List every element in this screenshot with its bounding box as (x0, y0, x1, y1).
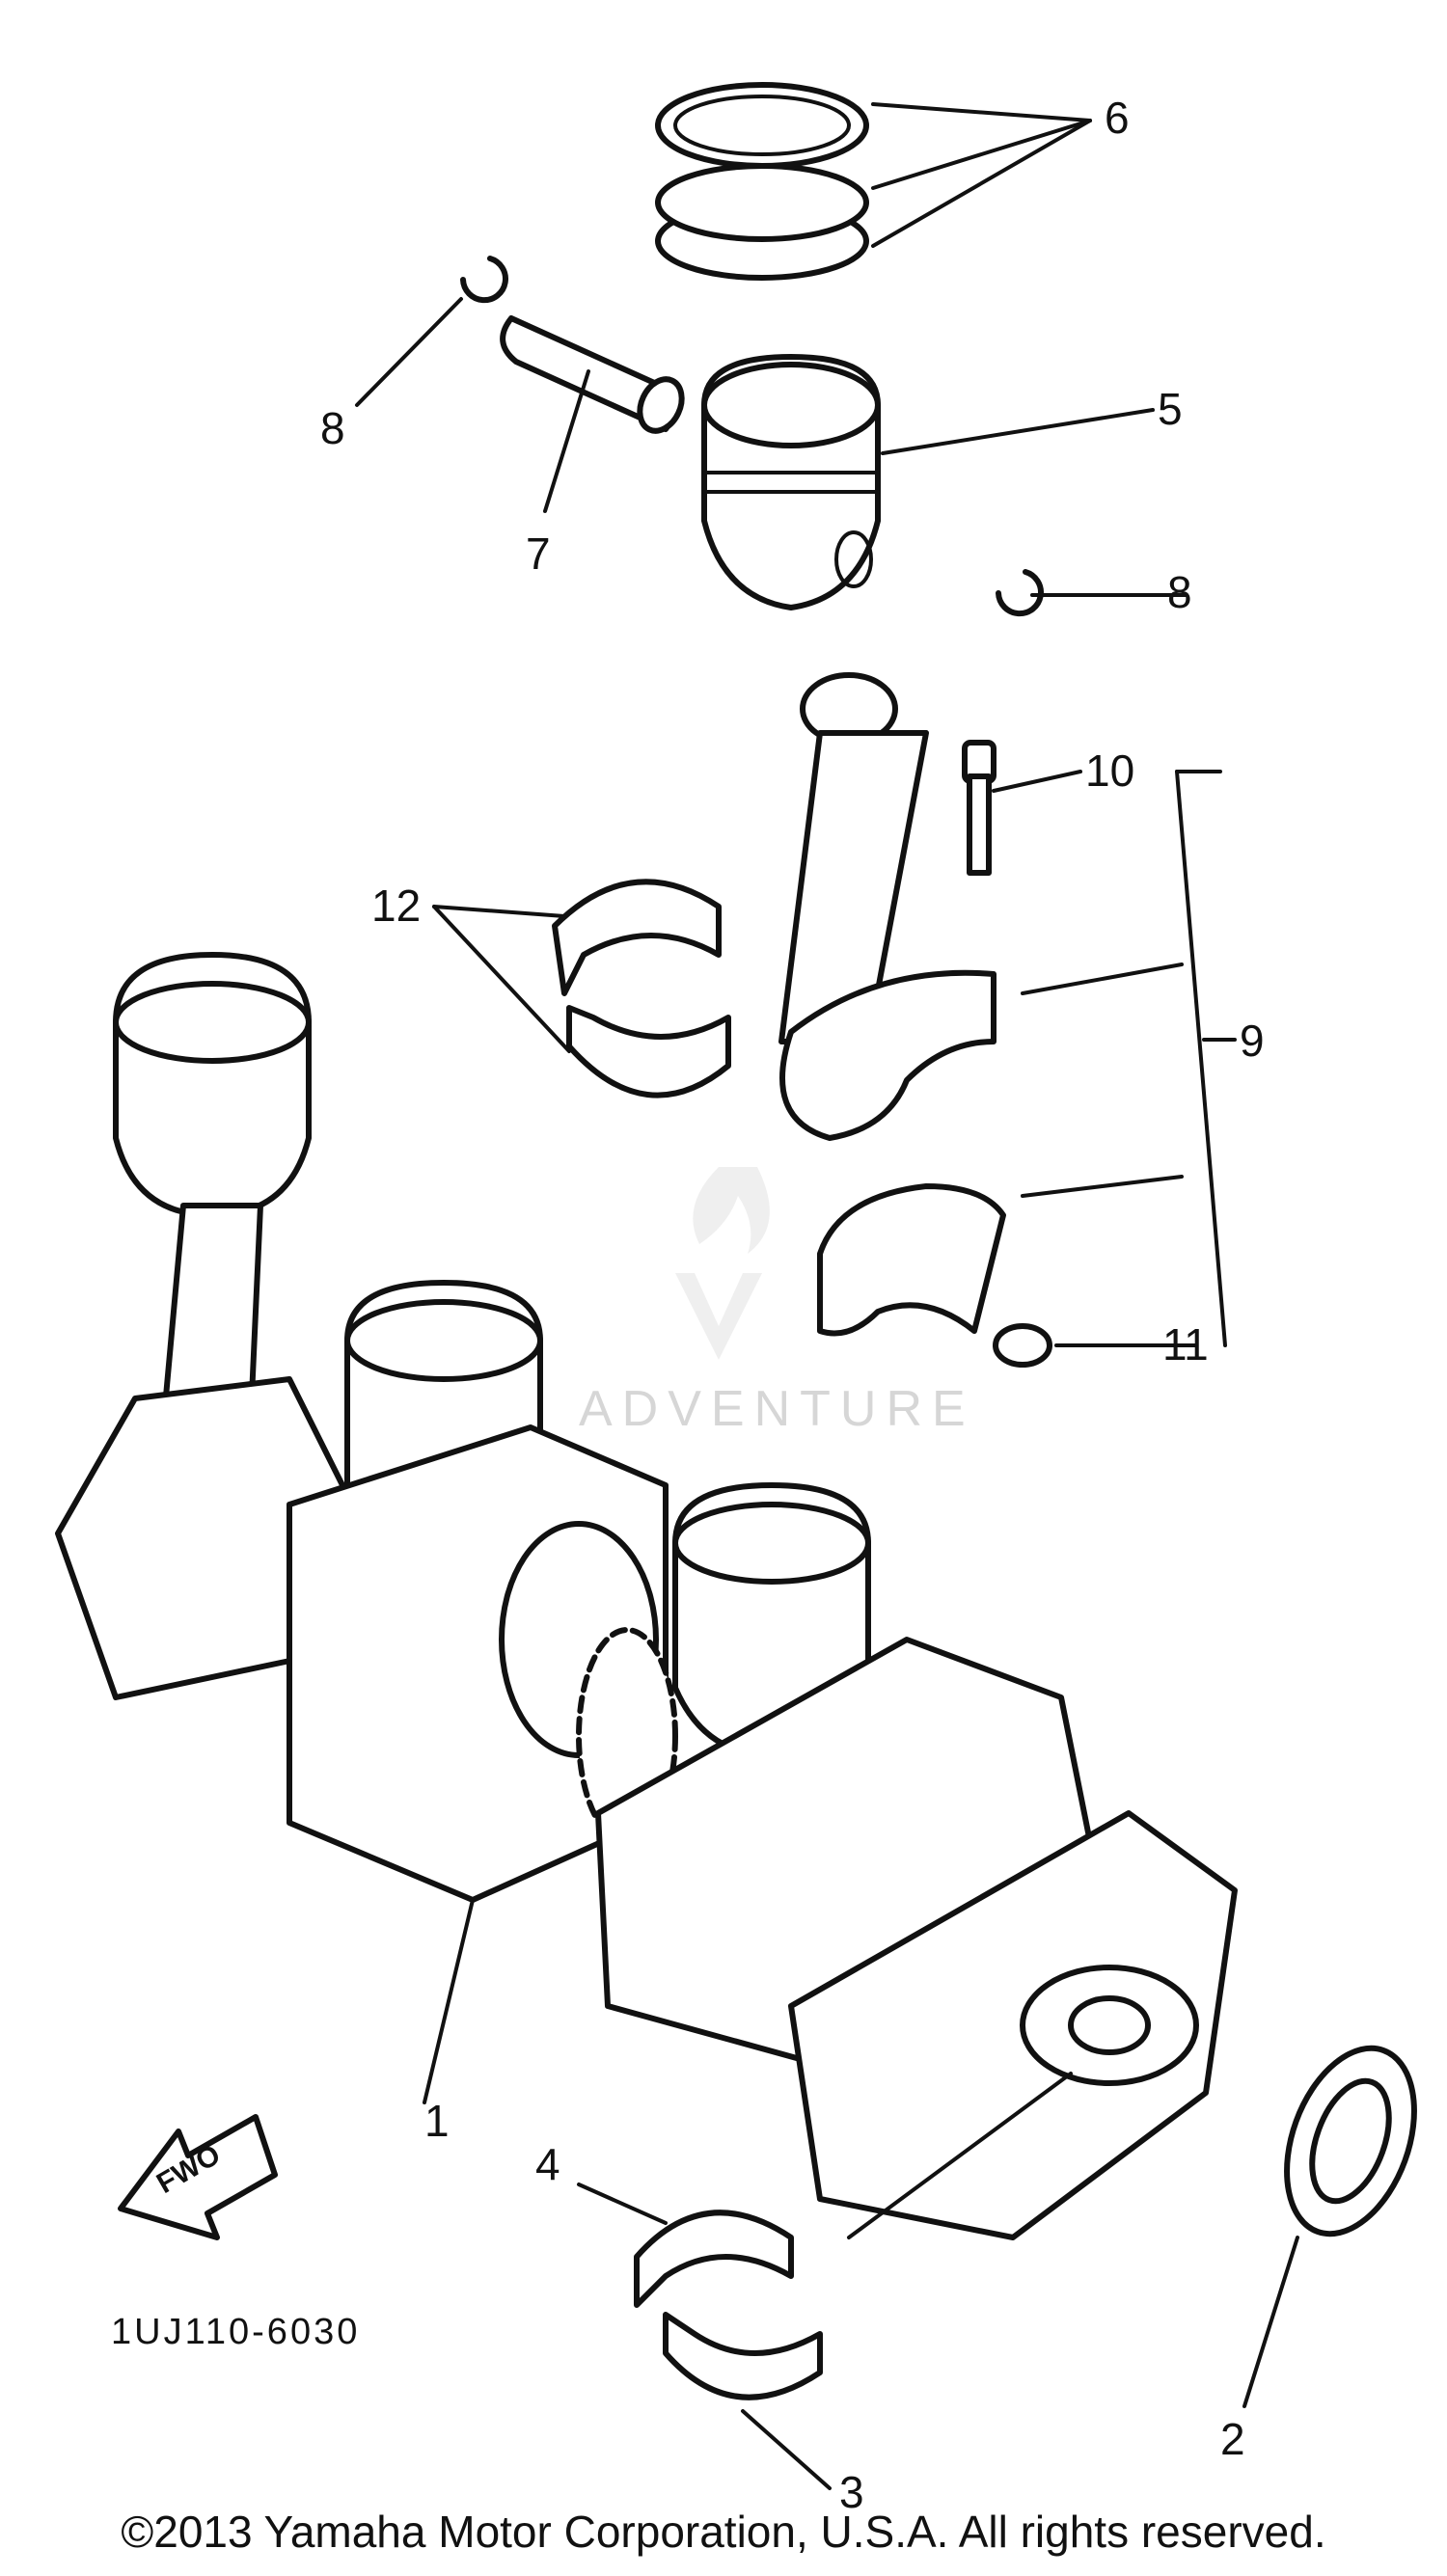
rod-bearing-lower (566, 1005, 731, 1098)
callout-12: 12 (371, 881, 421, 931)
callout-5: 5 (1158, 384, 1183, 434)
callout-8-right: 8 (1167, 567, 1192, 617)
main-bearing-lower (663, 2312, 823, 2400)
forward-arrow-icon: FWO (118, 2114, 278, 2240)
watermark-logo (675, 1167, 770, 1360)
callout-3: 3 (839, 2467, 864, 2517)
leader-lines (355, 102, 1299, 2490)
piston-rings (655, 82, 869, 281)
rod-bolt (962, 740, 997, 876)
oil-seal (1284, 2045, 1417, 2237)
crankshaft-assembly (55, 952, 1238, 2240)
callout-9: 9 (1240, 1016, 1265, 1066)
piston-pin (500, 315, 685, 434)
circlip-right (996, 569, 1044, 617)
callout-11: 11 (1162, 1319, 1209, 1369)
connecting-rod (778, 672, 997, 1141)
callout-2: 2 (1220, 2414, 1245, 2464)
callout-6: 6 (1105, 93, 1130, 143)
piston (701, 354, 881, 610)
callout-7: 7 (526, 529, 551, 579)
callout-1: 1 (424, 2096, 450, 2146)
callout-10: 10 (1085, 746, 1134, 796)
diagram-code: 1UJ110-6030 (111, 2312, 360, 2352)
callout-4: 4 (535, 2139, 560, 2189)
rod-bearing-upper (552, 879, 722, 996)
main-bearing-upper (634, 2210, 794, 2308)
rod-cap (817, 1183, 1006, 1337)
copyright-notice: ©2013 Yamaha Motor Corporation, U.S.A. A… (121, 2507, 1326, 2557)
circlip-left (460, 256, 508, 304)
callout-8-left: 8 (320, 403, 345, 453)
rod-nut (993, 1323, 1052, 1368)
watermark-text: ADVENTURE (579, 1381, 975, 1437)
